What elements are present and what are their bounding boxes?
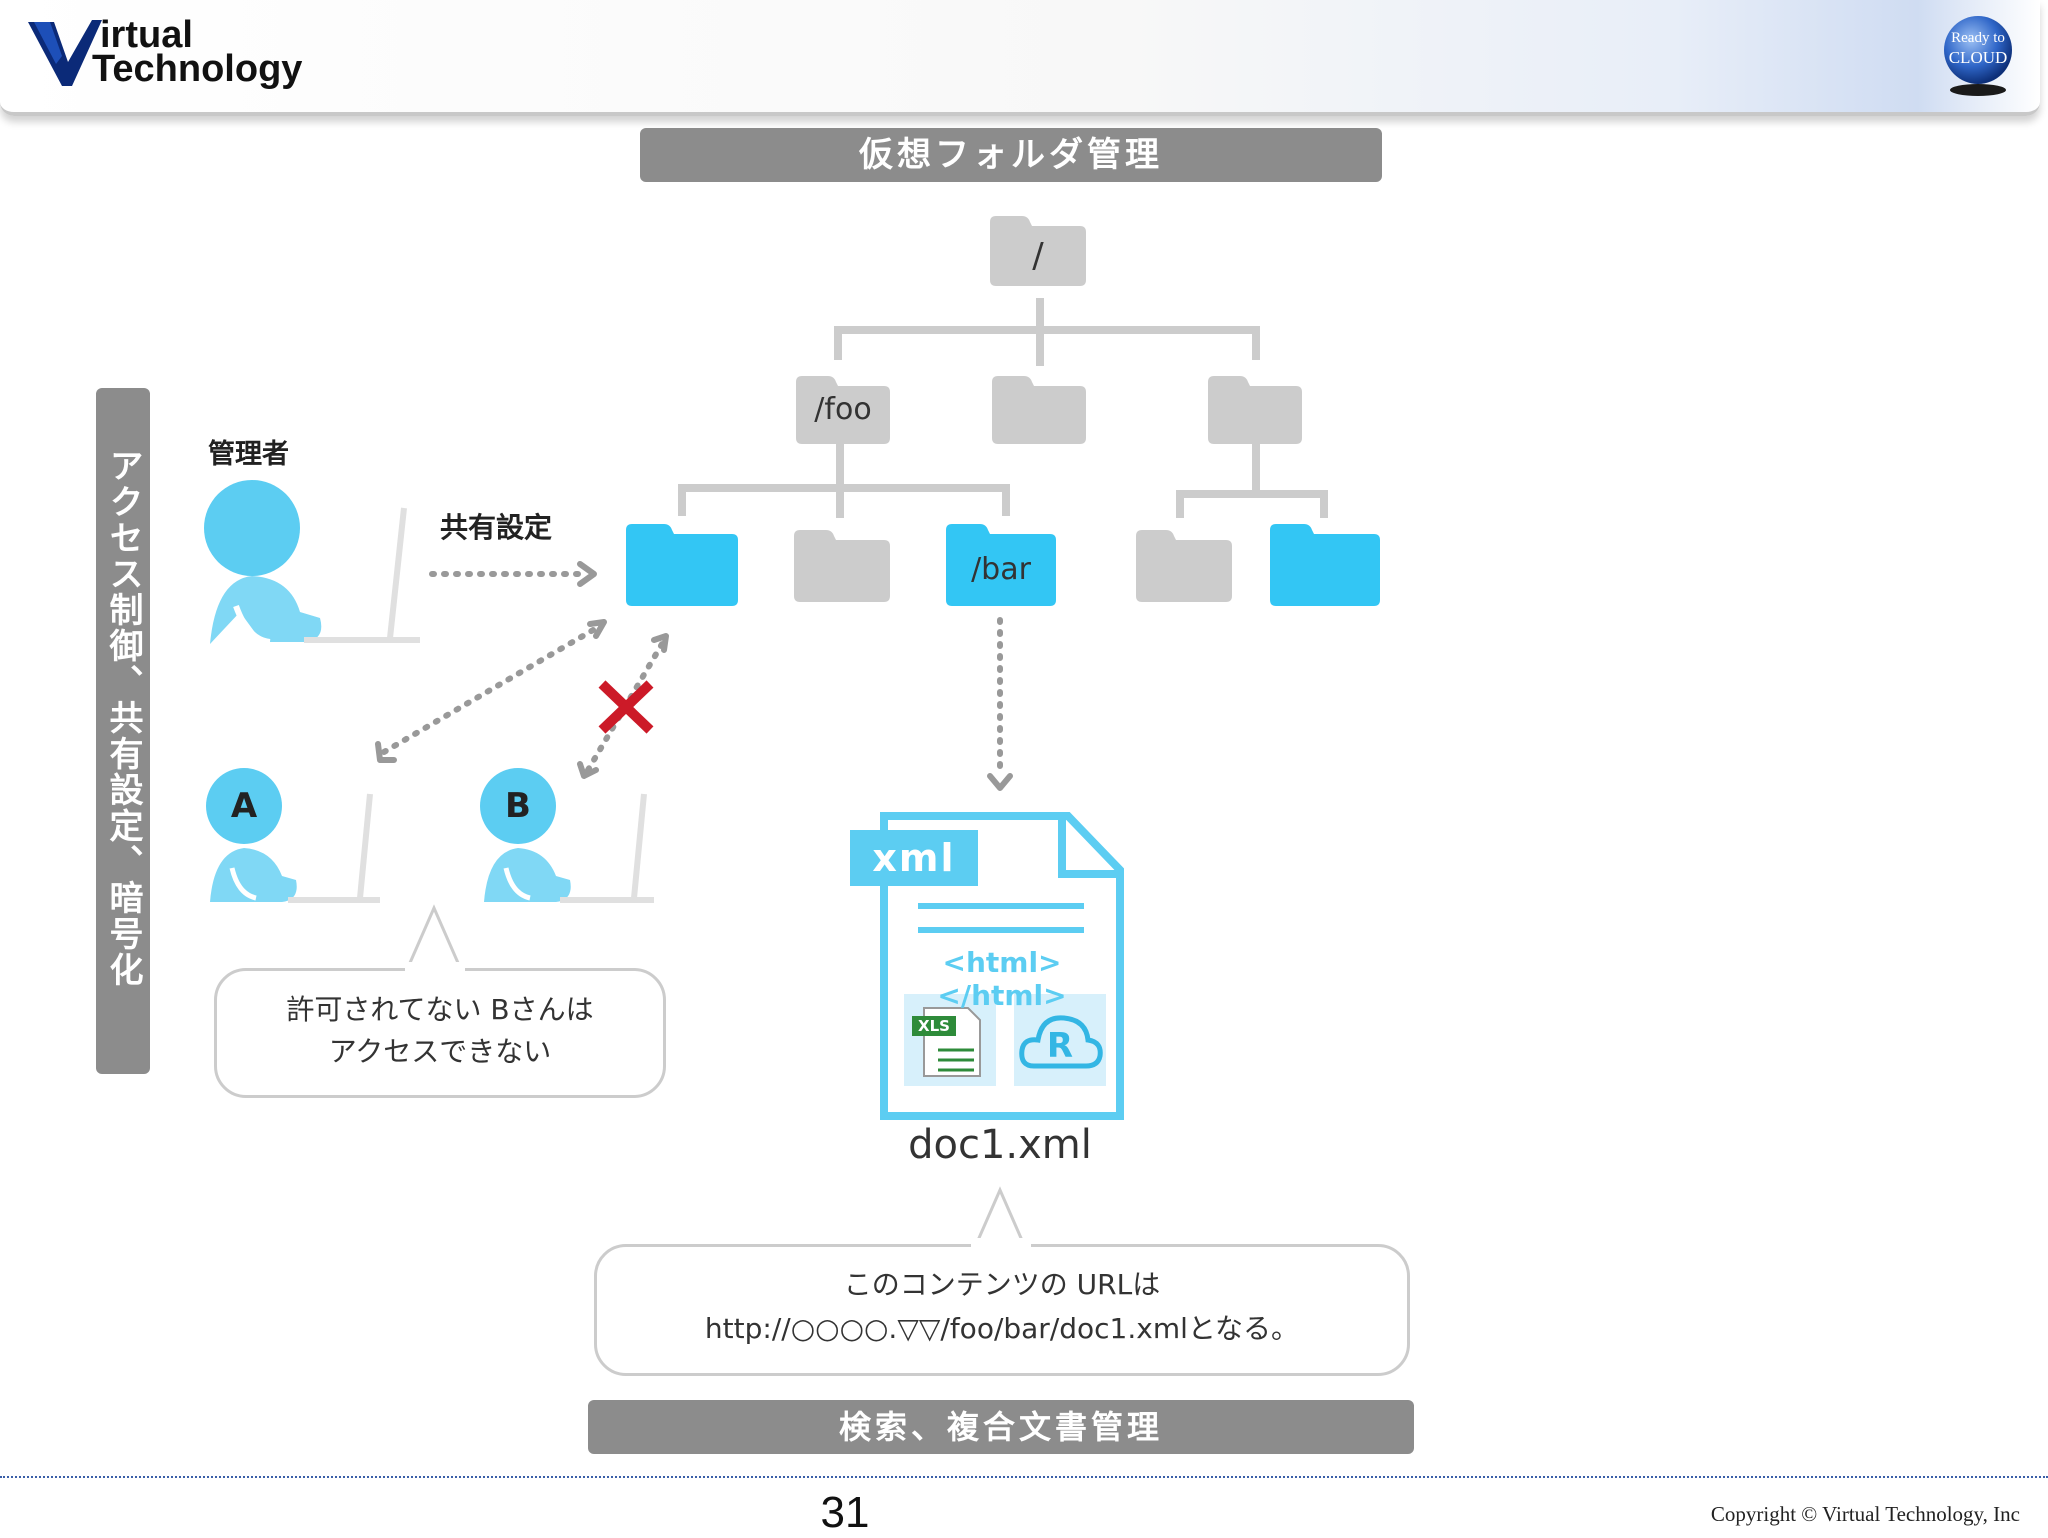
- access-denied-bubble: 許可されてない Bさんは アクセスできない: [214, 968, 666, 1098]
- right-gray-subfolder: [1136, 530, 1232, 602]
- xls-icon: [912, 1016, 956, 1036]
- html-tag-line: <html></html>: [937, 946, 1067, 1012]
- r-label: R: [1046, 1026, 1074, 1066]
- admin-computer-icon: [304, 507, 420, 643]
- access-bubble-line2: アクセスできない: [328, 1035, 552, 1068]
- bubble-joint: [405, 962, 465, 974]
- xml-document-icon: [850, 812, 1124, 1120]
- xml-tag: xml: [872, 836, 956, 880]
- user-b-label: B: [505, 786, 531, 826]
- root-folder: [990, 216, 1086, 286]
- access-bubble-pointer: [404, 904, 464, 972]
- foo-folder: [796, 376, 890, 444]
- access-control-band-label: アクセス制御、共有設定、暗号化: [103, 448, 143, 988]
- middle-folder: [992, 376, 1086, 444]
- user-a-computer-icon: [288, 793, 380, 903]
- copyright-text: Copyright © Virtual Technology, Inc: [1710, 1502, 2020, 1526]
- root-folder-label: /: [1032, 236, 1044, 276]
- logo-text-line2: Technology: [92, 48, 303, 90]
- url-bubble-line2: http://○○○○.▽▽/foo/bar/doc1.xmlとなる。: [704, 1312, 1300, 1345]
- bar-folder: [946, 524, 1056, 606]
- xls-label: XLS: [918, 1017, 950, 1035]
- virtual-folder-band: 仮想フォルダ管理: [640, 128, 1382, 182]
- cloud-r-icon: [1019, 1015, 1103, 1069]
- shared-blue-folder: [626, 524, 738, 606]
- denied-cross-icon: [598, 680, 654, 734]
- arrow-heads: [375, 561, 1013, 791]
- share-setting-label: 共有設定: [440, 511, 553, 544]
- url-bubble-joint: [971, 1238, 1031, 1250]
- url-bubble-line1: このコンテンツの URLは: [843, 1268, 1161, 1301]
- doc-filename: doc1.xml: [908, 1122, 1092, 1168]
- right-folder: [1208, 376, 1302, 444]
- access-bubble-line1: 許可されてない Bさんは: [286, 993, 594, 1026]
- user-a-icon: [206, 768, 297, 902]
- bar-folder-label: /bar: [971, 552, 1031, 587]
- user-a-label: A: [230, 786, 258, 826]
- page-number: 31: [820, 1488, 870, 1537]
- url-bubble: このコンテンツの URLは http://○○○○.▽▽/foo/bar/doc…: [594, 1244, 1410, 1376]
- admin-label: 管理者: [208, 439, 289, 470]
- header-bar: [0, 0, 2040, 116]
- badge-line1: Ready to: [1951, 30, 2005, 46]
- logo-text-line1: irtual: [100, 14, 193, 56]
- user-b-icon: [480, 768, 571, 902]
- admin-person-icon: [204, 480, 322, 645]
- footer-divider: [0, 1476, 2048, 1478]
- foo-folder-label: /foo: [814, 392, 872, 427]
- ready-to-cloud-badge: [1944, 16, 2012, 96]
- tree-connectors: [678, 298, 1328, 518]
- gray-subfolder: [794, 530, 890, 602]
- badge-line2: CLOUD: [1948, 48, 2008, 67]
- user-b-computer-icon: [560, 793, 654, 903]
- access-a-arrow: [381, 623, 603, 755]
- search-document-band: 検索、複合文書管理: [588, 1400, 1414, 1454]
- logo-v-mark: [28, 20, 102, 86]
- right-blue-subfolder: [1270, 524, 1380, 606]
- access-control-band: アクセス制御、共有設定、暗号化: [96, 388, 150, 1074]
